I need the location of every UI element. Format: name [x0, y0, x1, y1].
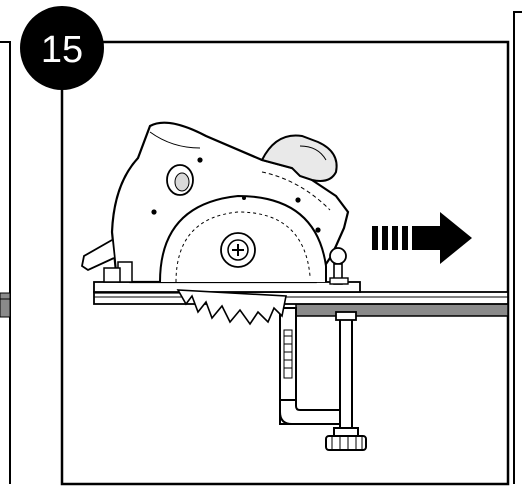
c-clamp-icon [279, 307, 367, 451]
previous-panel-edge [0, 41, 11, 484]
step-badge: 15 [20, 6, 104, 90]
power-cord [80, 239, 115, 272]
saw-blade [176, 289, 287, 326]
saw-base-plate [93, 281, 361, 293]
circular-saw-icon [80, 121, 361, 326]
next-panel-edge [513, 11, 522, 484]
feed-direction-arrow-icon [372, 212, 472, 264]
saw-handle [260, 134, 338, 182]
step-number: 15 [41, 29, 83, 71]
